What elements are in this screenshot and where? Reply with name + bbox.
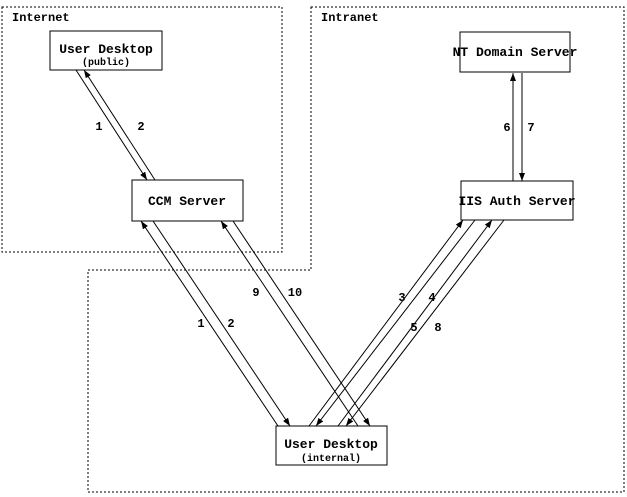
- arrow-10-ccm-to-internal: 10: [232, 220, 371, 427]
- arrow-7-nt-to-iis: 7: [519, 73, 535, 181]
- region-intranet: Intranet: [87, 6, 625, 493]
- arrow-line: [232, 220, 371, 427]
- node-box: [49, 30, 163, 71]
- node-title: NT Domain Server: [453, 45, 578, 60]
- node-title: User Desktop: [284, 437, 378, 452]
- arrow-label: 7: [527, 121, 534, 135]
- arrow-line: [308, 219, 464, 427]
- arrow-9-internal-to-ccm: 9: [220, 220, 359, 427]
- node-title: CCM Server: [148, 194, 226, 209]
- arrow-3-internal-to-iis: 3: [308, 219, 464, 427]
- arrow-label: 3: [398, 291, 405, 305]
- arrow-label: 4: [428, 291, 435, 305]
- arrow-label: 10: [288, 286, 302, 300]
- node-ccm-server: CCM Server: [131, 179, 244, 222]
- node-box: [460, 180, 574, 221]
- node-subtitle: (internal): [301, 453, 361, 465]
- region-internet: Internet: [1, 6, 283, 253]
- node-box: [131, 179, 244, 222]
- intranet-zone-border: [87, 6, 625, 493]
- arrow-1-public-to-ccm: 1: [75, 69, 148, 181]
- arrow-2-ccm-to-public: 2: [83, 69, 156, 181]
- arrow-1-internal-to-ccm: 1: [140, 220, 279, 427]
- arrow-line: [152, 220, 291, 427]
- node-box: [459, 31, 571, 73]
- node-nt-domain-server: NT Domain Server: [453, 31, 578, 73]
- arrow-label: 8: [434, 321, 441, 335]
- arrow-label: 9: [252, 286, 259, 300]
- node-iis-auth-server: IIS Auth Server: [458, 180, 576, 221]
- arrow-line: [345, 219, 505, 427]
- node-subtitle: (public): [82, 57, 130, 69]
- arrow-4-iis-to-internal: 4: [315, 219, 476, 427]
- arrow-label: 2: [137, 120, 144, 134]
- arrow-label: 6: [503, 121, 510, 135]
- arrow-line: [140, 220, 279, 427]
- arrow-line: [315, 219, 476, 427]
- node-title: IIS Auth Server: [458, 194, 575, 209]
- node-box: [275, 425, 388, 466]
- arrow-label: 1: [197, 317, 204, 331]
- internet-zone-label: Internet: [12, 11, 70, 25]
- arrow-6-iis-to-nt: 6: [503, 73, 516, 181]
- arrow-line: [83, 69, 156, 181]
- arrow-label: 2: [227, 317, 234, 331]
- node-title: User Desktop: [59, 42, 153, 57]
- intranet-zone-label: Intranet: [321, 11, 379, 25]
- node-user-desktop-public: User Desktop (public): [49, 30, 163, 71]
- arrow-5-internal-to-iis: 5: [337, 219, 493, 427]
- arrow-line: [337, 219, 493, 427]
- internet-zone-border: [1, 6, 283, 253]
- node-user-desktop-internal: User Desktop (internal): [275, 425, 388, 466]
- arrow-line: [75, 69, 148, 181]
- arrow-line: [220, 220, 359, 427]
- arrow-2-ccm-to-internal: 2: [152, 220, 291, 427]
- arrow-label: 1: [95, 120, 102, 134]
- arrow-label: 5: [410, 321, 417, 335]
- arrow-8-iis-to-internal: 8: [345, 219, 505, 427]
